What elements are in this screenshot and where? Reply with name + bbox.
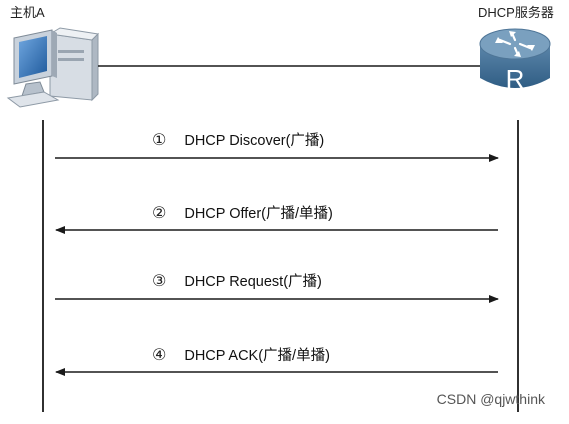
message-text: DHCP ACK(广播/单播) <box>184 348 330 364</box>
message-offer: ② DHCP Offer(广播/单播) <box>152 202 333 223</box>
step-number: ③ <box>152 273 167 290</box>
server-label: DHCP服务器 <box>478 5 554 20</box>
message-request: ③ DHCP Request(广播) <box>152 270 322 291</box>
step-number: ② <box>152 205 167 222</box>
router-letter: R <box>506 64 525 94</box>
message-text: DHCP Request(广播) <box>184 274 322 290</box>
message-discover: ① DHCP Discover(广播) <box>152 129 324 150</box>
message-ack: ④ DHCP ACK(广播/单播) <box>152 344 330 365</box>
watermark: CSDN @qjwthink <box>436 391 545 407</box>
router-icon: R <box>479 28 551 94</box>
message-text: DHCP Offer(广播/单播) <box>184 206 333 222</box>
step-number: ④ <box>152 347 167 364</box>
computer-icon <box>6 27 100 108</box>
host-label: 主机A <box>10 5 45 20</box>
message-text: DHCP Discover(广播) <box>184 133 325 149</box>
step-number: ① <box>152 132 167 149</box>
